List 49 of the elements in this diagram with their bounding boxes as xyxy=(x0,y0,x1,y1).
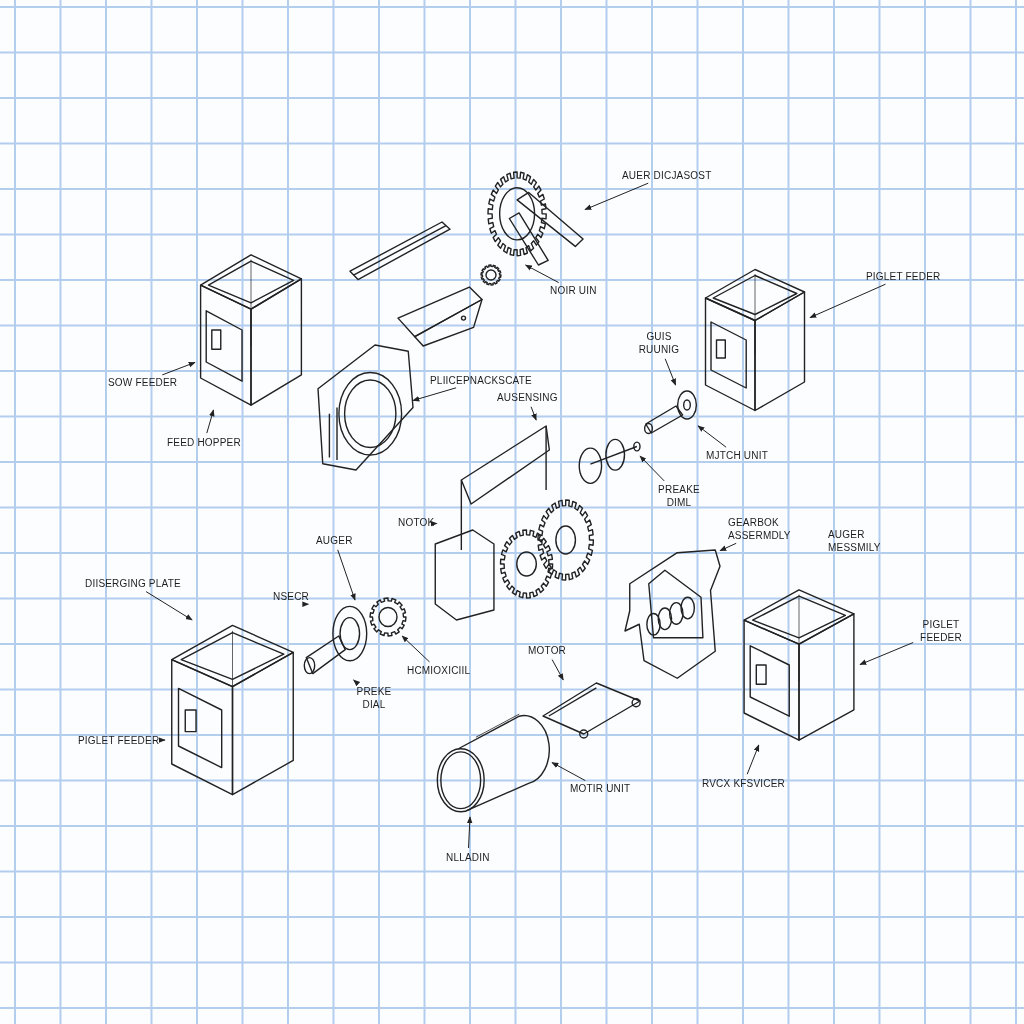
leader-line xyxy=(525,264,560,284)
leader-line xyxy=(206,409,215,434)
part-label: PLIICEPNACKSCATE xyxy=(430,374,532,387)
part-label: AUSENSING xyxy=(497,391,558,404)
part-label: NOTOK xyxy=(398,516,435,529)
leader-line xyxy=(719,542,737,552)
leader-line xyxy=(401,635,430,663)
part-label: NOIR UIN xyxy=(550,284,597,297)
part-label: AUGER xyxy=(316,534,353,547)
leader-line xyxy=(158,737,166,743)
part-label: FEED HOPPER xyxy=(167,436,241,449)
gear-drawing xyxy=(481,265,501,285)
gear-drawing xyxy=(370,598,406,636)
wedge-block-drawing xyxy=(398,284,482,346)
leader-line xyxy=(466,816,473,849)
part-label: AUER DICJASOST xyxy=(622,169,712,182)
part-label: GUIS RUUNIG xyxy=(632,330,686,356)
tray-plate-drawing xyxy=(543,680,640,740)
part-label: PIGLET FEDER xyxy=(866,270,941,283)
leader-line xyxy=(551,762,586,782)
part-label: RVCX KFSVICER xyxy=(702,777,785,790)
gear-bracket-drawing xyxy=(488,172,585,265)
leader-line xyxy=(584,182,649,211)
leader-line xyxy=(639,455,665,482)
leader-line xyxy=(431,521,438,527)
part-label: PREKE DIAL xyxy=(352,685,396,711)
part-label: NSECR xyxy=(273,590,309,603)
part-label: GEARBOK ASSERMDLY xyxy=(728,516,806,542)
leader-line xyxy=(145,591,193,621)
leader-line xyxy=(302,601,310,607)
leader-line xyxy=(859,642,914,666)
ring-frame-drawing xyxy=(318,345,413,470)
part-label: PIGLET FEEDER xyxy=(916,618,966,644)
part-label: AUGER MESSMILY xyxy=(828,528,882,554)
part-label: NLLADIN xyxy=(446,851,490,864)
leader-line xyxy=(353,679,361,687)
part-label: SOW FEEDER xyxy=(108,376,178,389)
leader-line xyxy=(530,406,537,421)
leader-line xyxy=(161,361,196,376)
part-label: MOTIR UNIT xyxy=(570,782,631,795)
part-label: DIISERGING PLATE xyxy=(85,577,181,590)
part-label: MOTOR xyxy=(528,644,567,657)
rail-drawing xyxy=(350,222,450,282)
part-label: PIGLET FEEDER xyxy=(78,734,160,747)
leader-line xyxy=(664,358,677,386)
part-label: MJTCH UNIT xyxy=(706,449,768,462)
leader-line xyxy=(551,659,564,681)
part-label: HCMIOXICIIL xyxy=(407,664,471,677)
part-label: PREAKE DIML xyxy=(655,483,703,509)
